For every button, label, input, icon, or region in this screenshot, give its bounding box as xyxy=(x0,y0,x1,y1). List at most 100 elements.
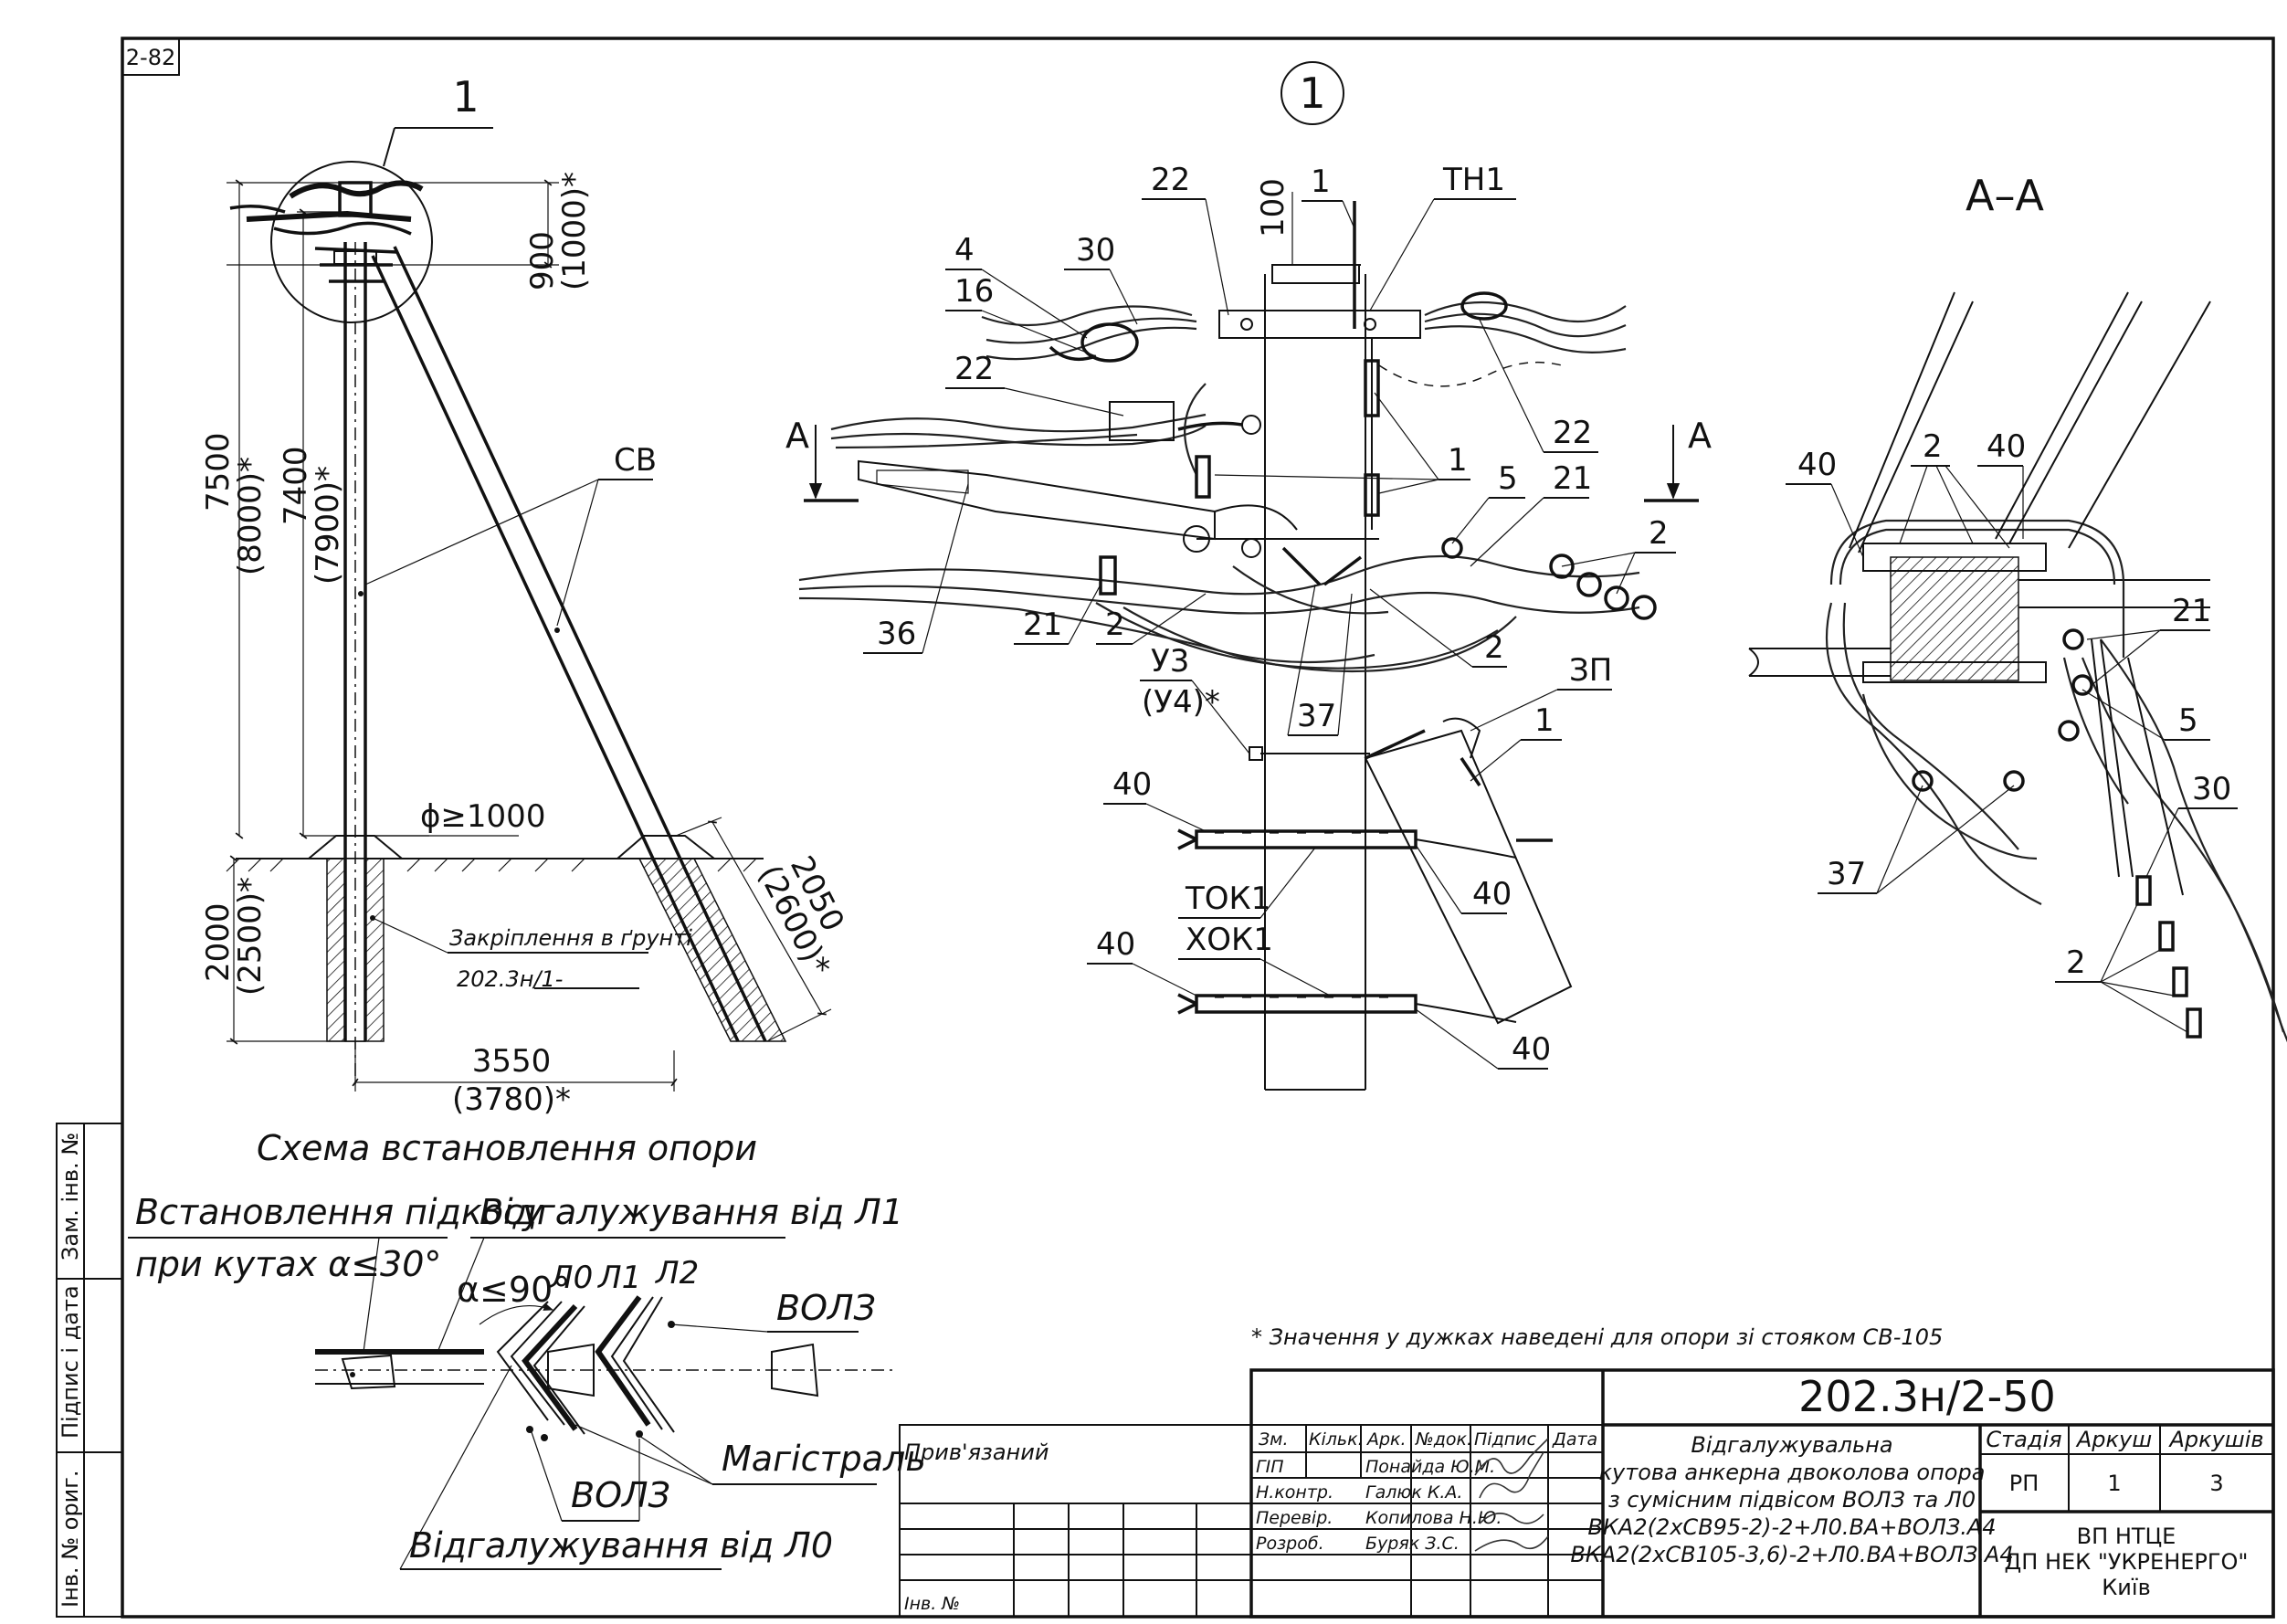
detail-circle xyxy=(270,161,433,323)
label-1-mid: 1 xyxy=(1448,442,1468,479)
main-label: Магістраль xyxy=(722,1439,926,1479)
section-labels: 40 2 40 21 5 30 37 2 xyxy=(1786,428,2238,1033)
signature-1 xyxy=(1474,1438,1549,1476)
label-l0: Л0 xyxy=(548,1260,593,1296)
soil-note: Закріплення в ґрунті xyxy=(449,925,692,951)
side-stamp-replace-inv: Зам. інв. № xyxy=(58,1133,83,1260)
label-5: 5 xyxy=(1498,460,1518,497)
dim-top: 900 xyxy=(524,231,561,290)
section-label-30: 30 xyxy=(2192,771,2231,807)
signature-3 xyxy=(1479,1513,1544,1524)
detail-callout: 1 xyxy=(1299,69,1325,118)
label-1-top: 1 xyxy=(1311,163,1331,200)
section-label-40-left: 40 xyxy=(1797,447,1837,483)
sheet-header: Аркуш xyxy=(2075,1427,2152,1452)
dim-pole-alt: (7900)* xyxy=(310,466,346,585)
label-2-center: 2 xyxy=(1484,629,1504,666)
side-stamp-signature-date: Підпис і дата xyxy=(58,1285,83,1439)
label-xok1: ХОК1 xyxy=(1186,922,1273,958)
desc-line-4: ВКА2(2хСВ95-2)-2+Л0.ВА+ВОЛЗ.А4 xyxy=(1587,1514,1996,1540)
dim-base-alt: (3780)* xyxy=(452,1081,571,1118)
org-line-3: Київ xyxy=(2102,1575,2150,1600)
header-signature: Підпис xyxy=(1474,1429,1536,1450)
stage-value: РП xyxy=(2009,1471,2039,1496)
top-cross-arm xyxy=(981,291,1627,387)
label-th1: ТН1 xyxy=(1442,162,1505,198)
label-22-mid: 22 xyxy=(954,351,994,387)
label-1-lower: 1 xyxy=(1534,702,1555,739)
lower-conductor xyxy=(798,537,1657,673)
insulators xyxy=(1195,338,1380,530)
detail-1: 1 xyxy=(785,61,1712,1091)
pole xyxy=(343,242,375,1087)
label-40-b: 40 xyxy=(1472,876,1512,912)
side-stamp-orig-inv: Інв. № ориг. xyxy=(58,1470,83,1608)
name-dev: Буряк З.С. xyxy=(1365,1534,1460,1554)
dim-base: 3550 xyxy=(472,1043,552,1080)
label-u3: У3 xyxy=(1151,643,1189,680)
label-u4: (У4)* xyxy=(1142,684,1220,721)
angle-label: α≤90° xyxy=(457,1270,570,1310)
branch-l0-title: Відгалужування від Л0 xyxy=(409,1525,833,1566)
desc-line-3: з сумісним підвісом ВОЛЗ та Л0 xyxy=(1608,1487,1976,1513)
vol3-bottom: ВОЛЗ xyxy=(571,1475,670,1515)
section-label-2-top: 2 xyxy=(1923,428,1943,465)
header-sheet: Арк. xyxy=(1365,1429,1407,1450)
label-tok1: ТОК1 xyxy=(1185,881,1270,917)
bracket-zp xyxy=(1249,717,1573,1025)
footnote: * Значення у дужках наведені для опори з… xyxy=(1251,1324,1943,1350)
section-label-40-right: 40 xyxy=(1987,428,2026,465)
section-label-2-bottom: 2 xyxy=(2066,944,2086,981)
strut-condition: при кутах α≤30° xyxy=(135,1244,441,1284)
label-l2: Л2 xyxy=(654,1255,699,1292)
dim-depth-alt: (2500)* xyxy=(232,877,269,996)
role-norm: Н.контр. xyxy=(1256,1482,1333,1503)
inv-label: Інв. № xyxy=(904,1594,960,1614)
label-100: 100 xyxy=(1255,178,1291,237)
name-check: Копилова Н.Ю. xyxy=(1365,1508,1502,1528)
install-scheme: 1 xyxy=(200,72,851,1168)
label-2-left: 2 xyxy=(1105,606,1125,643)
middle-conductor xyxy=(830,383,1261,476)
role-check: Перевір. xyxy=(1256,1508,1333,1528)
strut-label: СВ xyxy=(614,442,657,479)
role-gip: ГІП xyxy=(1256,1457,1283,1477)
dim-top-alt: (1000)* xyxy=(556,172,593,290)
title-block: 202.3н/2-50 Зм. Кільк. Арк. №док. Підпис… xyxy=(899,1368,2275,1619)
label-30: 30 xyxy=(1076,232,1115,269)
section-label-5: 5 xyxy=(2178,702,2198,739)
label-21-right: 21 xyxy=(1553,460,1592,497)
title-code: 202.3н/2-50 xyxy=(1798,1372,2056,1421)
vol3-right: ВОЛЗ xyxy=(776,1288,876,1328)
header-doc: №док. xyxy=(1415,1429,1472,1450)
section-aa: А–А xyxy=(1748,171,2287,1043)
label-l1: Л1 xyxy=(596,1260,641,1296)
stage-header: Стадія xyxy=(1986,1427,2061,1452)
desc-line-1: Відгалужувальна xyxy=(1691,1432,1892,1458)
detail-post xyxy=(1264,201,1366,1091)
side-stamp: Зам. інв. № Підпис і дата Інв. № ориг. xyxy=(56,1123,123,1618)
dim-depth: 2000 xyxy=(200,902,237,982)
section-body xyxy=(1748,291,2287,1043)
detail-labels: 100 1 ТН1 22 4 16 30 22 22 xyxy=(863,162,1676,1070)
section-marks: А А xyxy=(785,416,1712,502)
signature-4 xyxy=(1474,1535,1549,1552)
label-4: 4 xyxy=(954,232,975,269)
header-change: Зм. xyxy=(1259,1429,1289,1450)
header-date: Дата xyxy=(1552,1429,1597,1450)
label-22-right: 22 xyxy=(1553,415,1592,451)
pole-top-hardware xyxy=(229,180,424,283)
scheme-callout: 1 xyxy=(452,72,479,121)
label-37: 37 xyxy=(1297,698,1336,734)
section-title: А–А xyxy=(1966,171,2044,220)
branch-scheme: Встановлення підкосу при кутах α≤30° Від… xyxy=(128,1192,926,1570)
desc-line-5: ВКА2(2хСВ105-3,6)-2+Л0.ВА+ВОЛЗ.А4 xyxy=(1570,1542,2013,1567)
clamps-40 xyxy=(1177,828,1517,1023)
header-qty: Кільк. xyxy=(1309,1429,1364,1450)
corner-code: 2-82 xyxy=(126,45,175,70)
org-line-2: ДП НЕК "УКРЕНЕРГО" xyxy=(2005,1549,2249,1575)
label-40-d: 40 xyxy=(1512,1031,1551,1068)
label-16: 16 xyxy=(954,273,994,310)
label-2-right: 2 xyxy=(1649,515,1669,552)
name-gip: Понайда Ю.М. xyxy=(1365,1457,1495,1477)
